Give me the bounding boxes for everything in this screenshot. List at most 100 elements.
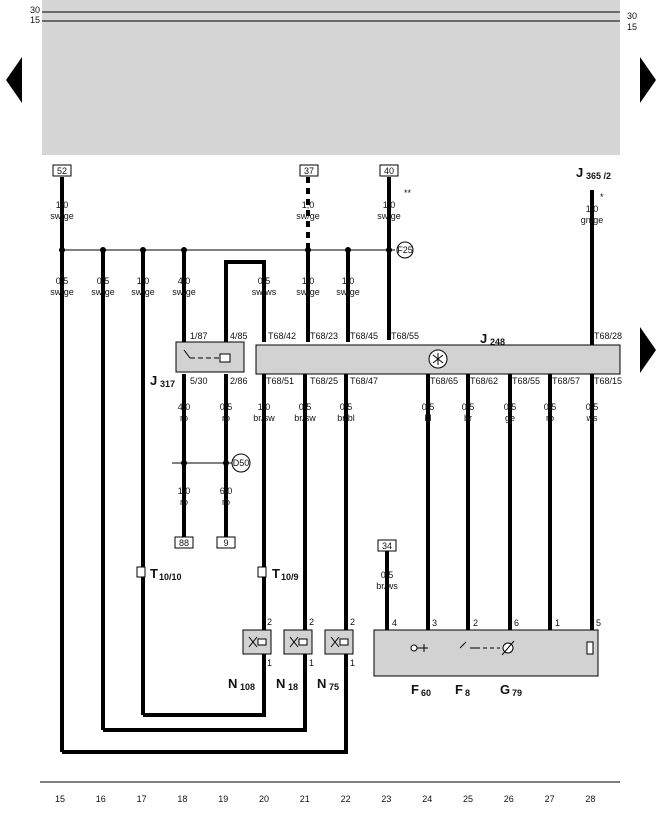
svg-text:br: br (464, 413, 472, 423)
wire-label: 4,0 ro (178, 402, 191, 423)
svg-text:6,0: 6,0 (220, 486, 233, 496)
svg-text:br/sw: br/sw (294, 413, 316, 423)
star-note: * (600, 192, 604, 202)
control-unit-label: J (480, 331, 487, 346)
terminal-label: 52 (57, 166, 67, 176)
svg-text:1,0: 1,0 (302, 200, 315, 210)
svg-text:1,0: 1,0 (258, 402, 271, 412)
terminal-box (52, 164, 72, 177)
column-number: 18 (177, 794, 187, 804)
svg-text:1: 1 (267, 658, 272, 668)
connector-label: T (150, 566, 158, 581)
svg-text:0,5: 0,5 (422, 402, 435, 412)
triangle-left-icon[interactable] (6, 57, 22, 103)
svg-text:0,5: 0,5 (340, 402, 353, 412)
svg-text:0,5: 0,5 (381, 570, 394, 580)
svg-text:4,0: 4,0 (178, 276, 191, 286)
svg-text:ro: ro (546, 413, 554, 423)
svg-text:0,5: 0,5 (56, 276, 69, 286)
svg-text:sw/ge: sw/ge (296, 287, 320, 297)
relay-sub: 365 /2 (586, 171, 611, 181)
triangle-right-icon[interactable] (640, 327, 656, 373)
fuse-circle (396, 241, 414, 259)
wire-label: 0,5 ws (586, 402, 599, 423)
svg-text:sw/ge: sw/ge (131, 287, 155, 297)
svg-text:1,0: 1,0 (137, 276, 150, 286)
wire (103, 654, 307, 732)
valve-sub: 75 (329, 682, 339, 692)
svg-text:4,0: 4,0 (178, 402, 191, 412)
svg-text:T68/28: T68/28 (594, 331, 622, 341)
svg-text:T68/23: T68/23 (310, 331, 338, 341)
relay-j317-box (175, 341, 245, 373)
rail-15-label-left: 15 (30, 15, 40, 25)
svg-text:1,0: 1,0 (383, 200, 396, 210)
rail-30-label-right: 30 (627, 11, 637, 21)
svg-text:sw/ge: sw/ge (296, 211, 320, 221)
sensor-label: F (455, 682, 463, 697)
wire (143, 654, 266, 717)
svg-text:ge: ge (505, 413, 515, 423)
sensor-sub: 79 (512, 688, 522, 698)
sensor-sub: 60 (421, 688, 431, 698)
sensor-sub: 8 (465, 688, 470, 698)
wire-label: 0,5 br/bl (337, 402, 355, 423)
column-number: 16 (96, 794, 106, 804)
terminal-box (379, 164, 399, 177)
valve-n75: 2 1 (324, 617, 355, 668)
triangle-right-icon[interactable] (640, 57, 656, 103)
svg-text:1,0: 1,0 (178, 486, 191, 496)
wire-label: 1,0 ro (178, 486, 191, 507)
column-number: 25 (463, 794, 473, 804)
svg-text:ws: ws (586, 413, 598, 423)
svg-text:br/sw: br/sw (253, 413, 275, 423)
svg-text:1: 1 (350, 658, 355, 668)
valve-label: N (276, 676, 285, 691)
svg-text:T68/45: T68/45 (350, 331, 378, 341)
svg-text:gn/ge: gn/ge (581, 215, 604, 225)
sensor-label: G (500, 682, 510, 697)
stars-note: ** (404, 188, 412, 198)
svg-text:T68/47: T68/47 (350, 376, 378, 386)
svg-text:1: 1 (555, 618, 560, 628)
sensor-label: F (411, 682, 419, 697)
wire-label: 1,0 sw/ge (296, 276, 320, 297)
svg-text:sw/ws: sw/ws (252, 287, 277, 297)
connector-sub: 10/9 (281, 572, 299, 582)
wire-label: 6,0 ro (220, 486, 233, 507)
terminal-label: 34 (382, 541, 392, 551)
j248-top-pins: T68/42 T68/23 T68/45 T68/55 T68/28 (268, 331, 622, 341)
svg-text:sw/ge: sw/ge (50, 287, 74, 297)
d50-label: D50 (233, 458, 250, 468)
svg-text:2: 2 (473, 618, 478, 628)
svg-text:2: 2 (267, 617, 272, 627)
svg-text:0,5: 0,5 (220, 402, 233, 412)
wire-label: 0,5 bl (422, 402, 435, 423)
wire-label: 1,0 sw/ge (296, 200, 320, 221)
svg-text:0,5: 0,5 (462, 402, 475, 412)
valve-label: N (317, 676, 326, 691)
svg-text:T68/55: T68/55 (391, 331, 419, 341)
svg-text:0,5: 0,5 (299, 402, 312, 412)
wire-label: 0,5 ro (220, 402, 233, 423)
svg-text:T68/15: T68/15 (594, 376, 622, 386)
wire-label: 0,5 ge (504, 402, 517, 423)
svg-text:3: 3 (432, 618, 437, 628)
svg-text:T68/25: T68/25 (310, 376, 338, 386)
column-number: 20 (259, 794, 269, 804)
terminal-label: 37 (304, 166, 314, 176)
svg-text:T68/51: T68/51 (266, 376, 294, 386)
svg-text:sw/ge: sw/ge (336, 287, 360, 297)
svg-text:2: 2 (309, 617, 314, 627)
terminal-label: 40 (384, 166, 394, 176)
svg-text:T68/65: T68/65 (430, 376, 458, 386)
wire-label: 0,5 ro (544, 402, 557, 423)
svg-text:br/bl: br/bl (337, 413, 355, 423)
pin-label: 5/30 (190, 376, 208, 386)
svg-text:sw/ge: sw/ge (91, 287, 115, 297)
svg-text:4: 4 (392, 618, 397, 628)
svg-text:bl: bl (424, 413, 431, 423)
svg-text:T68/57: T68/57 (552, 376, 580, 386)
column-number: 27 (545, 794, 555, 804)
